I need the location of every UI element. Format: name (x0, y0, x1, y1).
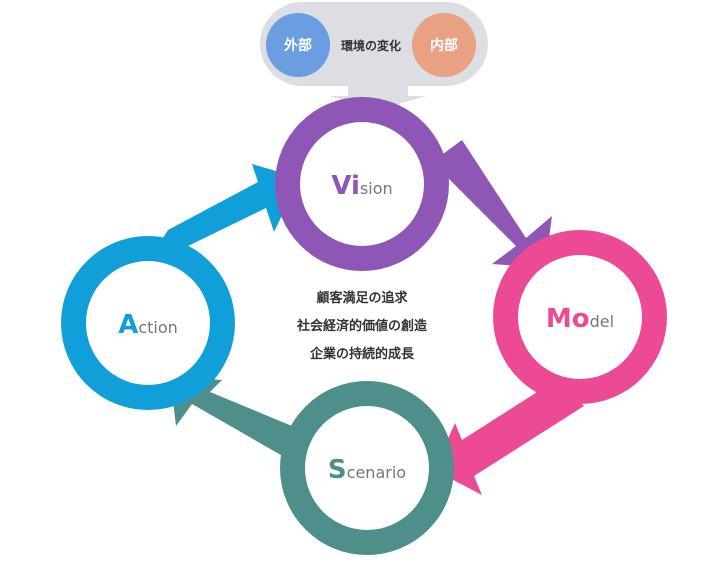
model-rest: del (590, 312, 614, 331)
goal-socioeconomic-value: 社会経済的価値の創造 (296, 318, 428, 334)
scenario-rest: cenario (347, 463, 406, 482)
model-label: Model (546, 304, 614, 334)
arrow-scenario-to-action (170, 376, 316, 466)
model-initial: Mo (546, 304, 590, 334)
vision-disc (300, 122, 424, 246)
node-action: Action (61, 236, 235, 410)
node-vision: Vision (275, 97, 449, 271)
internal-badge (412, 13, 476, 77)
goal-customer-satisfaction: 顧客満足の追求 (316, 290, 408, 306)
scenario-initial: S (328, 455, 347, 485)
action-initial: A (118, 310, 138, 340)
action-label: Action (118, 310, 178, 340)
environment-change-panel: 外部 内部 環境の変化 (260, 2, 488, 110)
external-label: 外部 (284, 37, 312, 54)
center-goals: 顧客満足の追求 社会経済的価値の創造 企業の持続的成長 (296, 290, 428, 362)
node-model: Model (493, 230, 667, 404)
goal-sustainable-growth: 企業の持続的成長 (309, 346, 415, 362)
vision-initial: Vi (331, 171, 360, 201)
action-rest: ction (138, 318, 177, 337)
vision-label: Vision (331, 171, 392, 201)
model-disc (518, 255, 642, 379)
arrow-model-to-scenario (434, 380, 584, 495)
scenario-disc (305, 406, 429, 530)
environment-change-label: 環境の変化 (341, 38, 401, 53)
internal-label: 内部 (430, 37, 458, 54)
node-scenario: Scenario (280, 381, 454, 555)
action-disc (86, 261, 210, 385)
arrow-vision-to-model (432, 140, 552, 268)
arrow-action-to-vision (148, 164, 300, 262)
external-badge (266, 13, 330, 77)
vision-rest: sion (360, 179, 393, 198)
scenario-label: Scenario (328, 455, 406, 485)
